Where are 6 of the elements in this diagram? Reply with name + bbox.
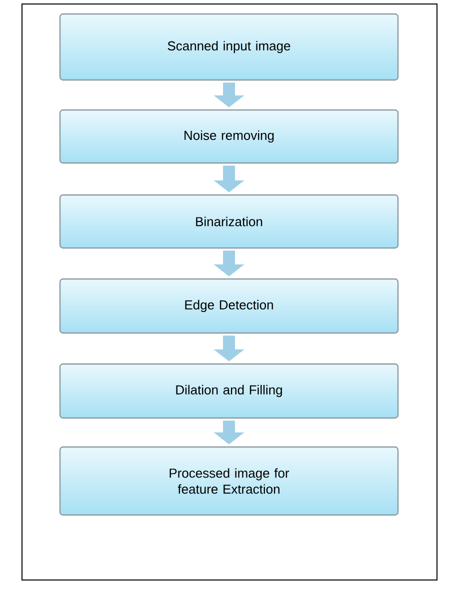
process-box: Scanned input image (59, 13, 399, 81)
process-box: Edge Detection (59, 278, 399, 334)
process-box: Processed image for feature Extraction (59, 446, 399, 516)
process-box: Dilation and Filling (59, 363, 399, 419)
process-box: Noise removing (59, 109, 399, 164)
process-box: Binarization (59, 194, 399, 249)
